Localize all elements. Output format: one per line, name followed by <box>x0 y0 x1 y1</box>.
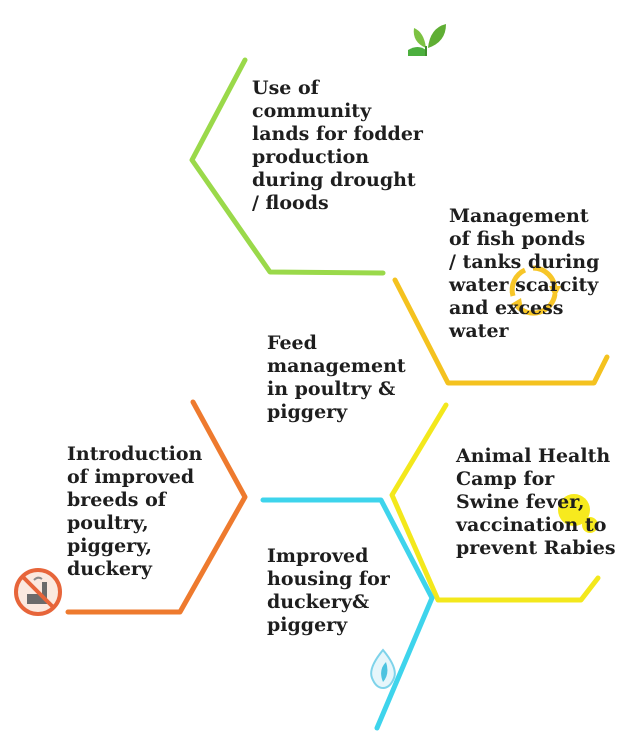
label-community-lands: Use of community lands for fodder produc… <box>252 77 423 214</box>
green-segment <box>189 57 386 276</box>
orange-segment <box>65 399 248 615</box>
label-fish-ponds: Management of fish ponds / tanks during … <box>449 205 600 342</box>
sun-icon <box>558 494 598 533</box>
leaf-sprout-icon <box>408 24 446 56</box>
label-feed-management: Feed management in poultry & piggery <box>267 332 406 423</box>
yellow-segment <box>389 402 601 603</box>
cyan-segment <box>260 497 435 731</box>
label-improved-breeds: Introduction of improved breeds of poult… <box>67 443 203 580</box>
label-improved-housing: Improved housing for duckery& piggery <box>267 545 390 636</box>
label-animal-health: Animal Health Camp for Swine fever, vacc… <box>456 445 616 559</box>
recycle-arrows-icon <box>509 265 561 316</box>
no-pollution-factory-icon <box>14 568 62 616</box>
gold-segment <box>392 277 610 386</box>
water-drop-leaf-icon <box>370 648 396 690</box>
